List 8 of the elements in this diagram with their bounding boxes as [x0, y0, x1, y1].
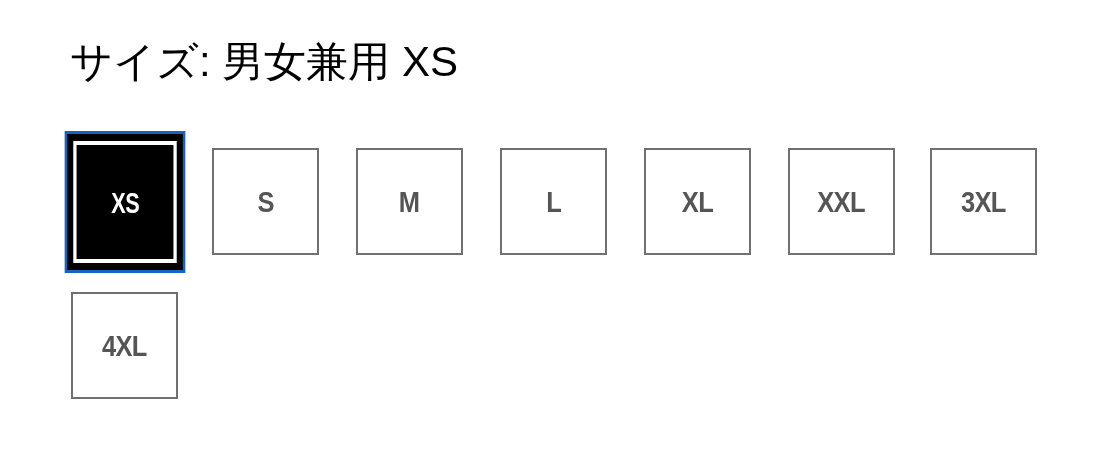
size-button: XL [644, 148, 751, 255]
size-button: XXL [788, 148, 895, 255]
size-button: S [212, 148, 319, 255]
size-button: 4XL [71, 292, 178, 399]
title: サイズ: 男女兼用 XS [70, 37, 459, 87]
size-button: L [500, 148, 607, 255]
size-button: M [356, 148, 463, 255]
size-button: 3XL [930, 148, 1037, 255]
